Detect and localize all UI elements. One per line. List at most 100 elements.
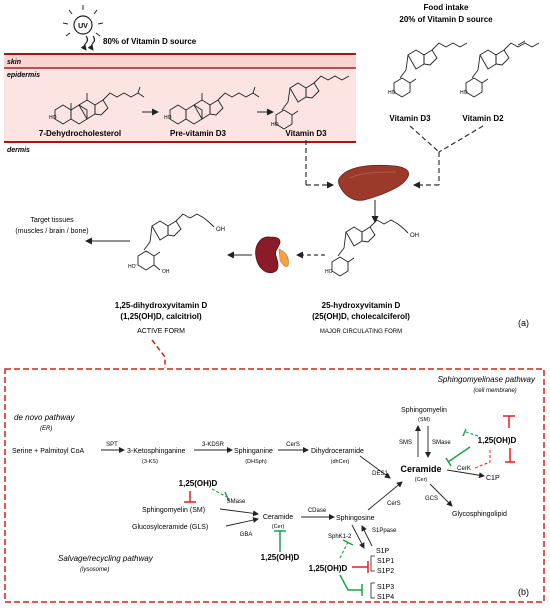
food-source-label: 20% of Vitamin D source	[399, 15, 493, 24]
cerk-label: CerK	[457, 466, 471, 472]
uv-source-label: 80% of Vitamin D source	[103, 37, 197, 46]
cer-salvage-abbr: (Cer)	[272, 524, 285, 530]
cers-1-label: CerS	[286, 442, 300, 448]
calcitriol-oh-ring: OH	[162, 269, 170, 275]
cell-membrane-label: (cell membrane)	[473, 388, 516, 394]
previtamin-ho: HO	[164, 115, 172, 121]
connector-active-form-to-panel-b	[151, 339, 166, 368]
glycosphingolipid-label: Glycosphingolipid	[452, 511, 507, 518]
vitamin-d3-skin-ho: HO	[271, 122, 279, 128]
vitamin-d2-food-label: Vitamin D2	[462, 114, 504, 123]
smase-top-label: SMase	[432, 440, 451, 446]
dashed-arrows-to-liver	[305, 125, 484, 189]
green-dashed-smase-activation	[465, 431, 479, 437]
panel-a: UV 80% of Vitamin D source Food intake 2…	[4, 3, 540, 368]
dehydrocholesterol-label: 7-Dehydrocholesterol	[39, 129, 121, 138]
vitamin-d2-food-ho: HO	[460, 90, 468, 96]
arrow-sphk	[351, 524, 365, 549]
arrow-sm-to-cer-salvage	[219, 508, 259, 517]
sm-top-abbr: (SM)	[418, 417, 430, 423]
vitamin-d3-food-ho: HO	[388, 90, 396, 96]
vitamin-d3-food-structure-icon	[393, 42, 468, 98]
vitamin-d3-skin-label: Vitamin D3	[285, 129, 327, 138]
lysosome-label: (lysosome)	[80, 567, 109, 573]
uv-sun-icon: UV	[62, 5, 104, 51]
sphingomyelin-left-label: Sphingomyelin (SM)	[142, 507, 205, 514]
dhsph-abbr: (DHSph)	[245, 459, 267, 465]
active-form-label: ACTIVE FORM	[137, 328, 185, 335]
salvage-pathway-label: Salvage/recycling pathway	[58, 554, 154, 563]
ketosphinganine-label: 3-Ketosphinganine	[127, 448, 185, 455]
cers-2-label: CerS	[387, 501, 401, 507]
gcs-label: GCS	[425, 496, 438, 502]
s1p2-label: S1P2	[377, 568, 394, 575]
smase-left-label: SMase	[227, 499, 246, 505]
green-bar-sphk	[342, 539, 354, 546]
vitd-s1p-label: 1,25(OH)D	[309, 564, 348, 573]
panel-a-label: (a)	[518, 318, 529, 328]
s1p3-label: S1P3	[377, 584, 394, 591]
liver-icon	[338, 164, 410, 201]
s1p4-label: S1P4	[377, 594, 394, 601]
panel-b-frame	[4, 368, 545, 603]
vitd-left-label: 1,25(OH)D	[179, 479, 218, 488]
vitamin-d3-food-label: Vitamin D3	[389, 114, 431, 123]
arrow-gcs	[429, 483, 453, 507]
calcitriol-structure-icon	[137, 213, 215, 271]
arrow-des1	[359, 455, 391, 479]
vitd-top-label: 1,25(OH)D	[478, 436, 517, 445]
skin-band	[4, 55, 356, 67]
serine-palmitoyl-label: Serine + Palmitoyl CoA	[12, 448, 85, 455]
green-bar-smase	[462, 428, 467, 437]
red-dashed-to-cerk	[474, 450, 491, 469]
er-label: (ER)	[40, 426, 52, 432]
sphk-label: SphK1-2	[328, 534, 352, 540]
cdase-label: CDase	[308, 508, 327, 514]
food-intake-label: Food intake	[424, 3, 469, 12]
sms-label: SMS	[399, 440, 412, 446]
gba-label: GBA	[240, 532, 253, 538]
spt-label: SPT	[106, 442, 118, 448]
sphinganine-label: Sphinganine	[234, 448, 273, 455]
kidney-icon	[255, 236, 289, 274]
circulating-form-label: MAJOR CIRCULATING FORM	[320, 329, 402, 335]
epidermis-label: epidermis	[7, 72, 40, 79]
sphingosine-label: Sphingosine	[336, 515, 375, 522]
green-line-s1p34	[339, 574, 362, 591]
green-dashed-smase-left	[211, 488, 228, 498]
calcidiol-ho: HO	[325, 269, 333, 275]
uv-label: UV	[78, 23, 88, 30]
calcidiol-oh: OH	[410, 233, 419, 239]
ks-abbr: (3-KS)	[142, 459, 158, 465]
target-tissues-label: Target tissues	[30, 217, 74, 224]
calcitriol-abbr: (1,25(OH)D, calcitriol)	[120, 312, 202, 321]
dehydrocholesterol-structure-icon	[54, 86, 145, 125]
calcitriol-name: 1,25-dihydroxyvitamin D	[115, 301, 208, 310]
vitd-bottom-left-label: 1,25(OH)D	[261, 553, 300, 562]
ceramide-main-label: Ceramide	[400, 464, 441, 474]
c1p-label: C1P	[486, 475, 500, 482]
s1p-label: S1P	[376, 548, 390, 555]
green-line-cerk-inhibit	[447, 446, 471, 463]
calcitriol-oh-side: OH	[216, 227, 225, 233]
arrow-cers-2	[367, 481, 403, 511]
green-bar-smase-left	[224, 491, 230, 502]
s1p1-label: S1P1	[377, 558, 394, 565]
vitamin-d2-food-structure-icon	[465, 40, 540, 98]
arrow-gba	[225, 517, 259, 527]
s1p34-bracket	[370, 582, 375, 599]
calcidiol-abbr: (25(OH)D, cholecalciferol)	[312, 312, 410, 321]
sphingomyelinase-pathway-label: Sphingomyelinase pathway	[438, 375, 536, 384]
dehydrocholesterol-ho: HO	[49, 115, 57, 121]
kdsr-label: 3-KDSR	[202, 442, 225, 448]
s1ppase-label: S1Ppase	[372, 528, 397, 534]
previtamin-label: Pre-vitamin D3	[170, 129, 227, 138]
calcidiol-structure-icon	[331, 219, 409, 277]
dhcer-abbr: (dhCer)	[331, 459, 350, 465]
calcitriol-ho-prime: HO'	[128, 264, 137, 270]
de-novo-label: de novo pathway	[14, 413, 75, 422]
panel-b-label: (b)	[518, 587, 529, 597]
dihydroceramide-label: Dihydroceramide	[311, 448, 364, 455]
